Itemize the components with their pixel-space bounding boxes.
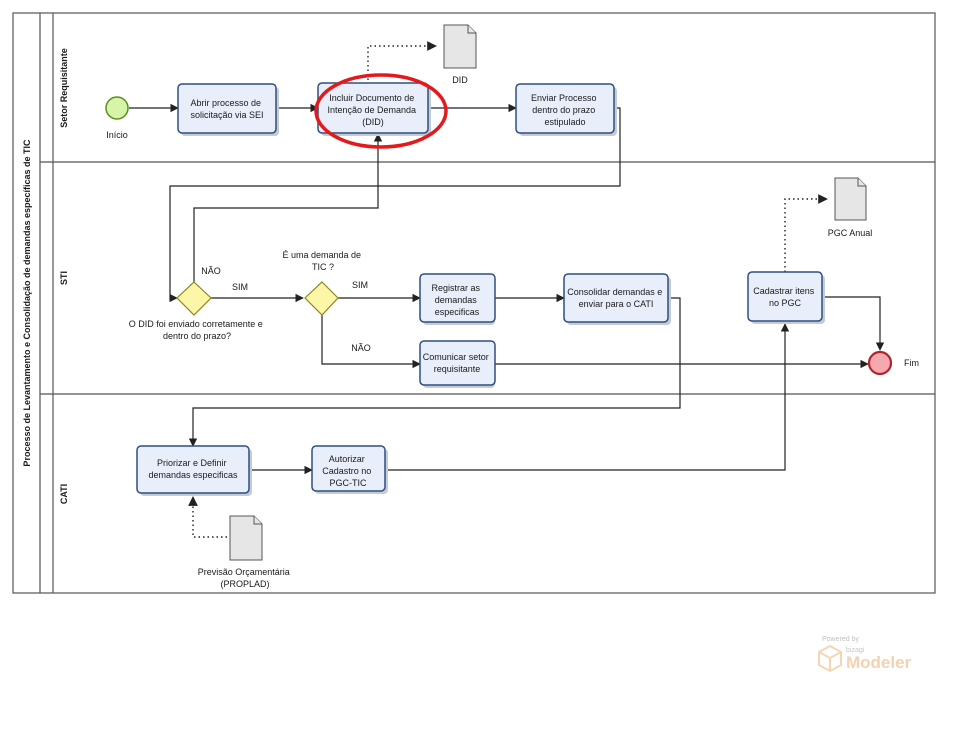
associations <box>188 41 828 538</box>
svg-text:Consolidar demandas e en: Consolidar demandas e enviar para o CATI <box>567 287 665 309</box>
pool-title: Processo de Levantamento e Consolidação … <box>22 139 32 467</box>
watermark-product: Modeler <box>846 653 912 672</box>
flow-gateway-nao-incluir <box>193 133 383 282</box>
document-pgc-icon <box>834 177 867 221</box>
task-priorizar-demandas[interactable]: Priorizar e Definir demandas especificas <box>136 445 252 496</box>
gateway-tic-label: É uma demanda de TIC ? <box>282 250 363 272</box>
bizagi-cube-icon <box>818 644 842 673</box>
svg-text:Priorizar e Definir dema: Priorizar e Definir demandas especificas <box>148 458 238 480</box>
gateway-tic[interactable] <box>304 281 339 316</box>
bizagi-watermark: Powered by bizagi Modeler <box>818 636 912 673</box>
highlight-ellipse <box>314 73 448 149</box>
svg-text:Autorizar Cadastro no: Autorizar Cadastro no PGC-TIC <box>322 454 374 488</box>
task-enviar-processo[interactable]: Enviar Processo dentro do prazo estipula… <box>515 83 617 136</box>
lane-label-sti: STI <box>59 271 69 285</box>
assoc-cadastrar-pgc <box>784 194 828 272</box>
watermark-powered-by: Powered by <box>822 636 859 643</box>
gateway-did[interactable] <box>176 281 212 316</box>
lane-label-setor-requisitante: Setor Requisitante <box>59 48 69 128</box>
task-autorizar-cadastro[interactable]: Autorizar Cadastro no PGC-TIC <box>311 445 388 494</box>
document-did-label: DID <box>452 75 468 85</box>
task-cadastrar-itens[interactable]: Cadastrar itens no PGC <box>747 271 825 324</box>
task-consolidar-demandas[interactable]: Consolidar demandas e enviar para o CATI <box>563 273 671 325</box>
document-previsao-label: Previsão Orçamentária (PROPLAD) <box>198 567 293 589</box>
svg-text:Comunicar setor requisit: Comunicar setor requisitante <box>423 352 492 374</box>
sequence-flows <box>129 103 885 475</box>
svg-text:Abrir processo de solici: Abrir processo de solicitação via SEI <box>190 98 263 120</box>
flow-label-sim-tic: SIM <box>352 280 368 290</box>
gateway-did-label: O DID foi enviado corretamente e dentro … <box>129 319 266 341</box>
lane-label-cati: CATI <box>59 484 69 504</box>
flow-label-nao-tic: NÃO <box>351 343 371 353</box>
svg-text:Registrar as demandas: Registrar as demandas especificas <box>431 283 482 317</box>
document-pgc-label: PGC Anual <box>828 228 873 238</box>
task-abrir-processo[interactable]: Abrir processo de solicitação via SEI <box>177 83 279 136</box>
flow-cadastrar-fim <box>822 296 885 351</box>
flow-label-nao-did: NÃO <box>201 266 221 276</box>
document-did-icon <box>443 24 477 69</box>
end-event[interactable] <box>867 350 893 376</box>
flow-tic-nao-comunicar <box>321 314 421 369</box>
document-previsao-icon <box>229 515 263 561</box>
flow-autorizar-cadastrar <box>385 323 790 471</box>
task-comunicar-setor[interactable]: Comunicar setor requisitante <box>419 340 496 388</box>
flow-consolidar-priorizar <box>188 297 681 447</box>
task-registrar-demandas[interactable]: Registrar as demandas especificas <box>419 273 496 325</box>
end-event-label: Fim <box>904 358 919 368</box>
flow-label-sim-did: SIM <box>232 282 248 292</box>
svg-text:Enviar Processo dentro d: Enviar Processo dentro do prazo estipula… <box>531 93 599 127</box>
flow-enviar-gateway-did <box>169 107 621 303</box>
start-event[interactable] <box>105 96 129 120</box>
svg-text:Incluir Documento de Int: Incluir Documento de Intenção de Demanda… <box>327 93 418 127</box>
watermark-brand: bizagi <box>846 647 865 654</box>
task-incluir-did[interactable]: Incluir Documento de Intenção de Demanda… <box>317 82 431 136</box>
svg-text:Cadastrar itens no PGC: Cadastrar itens no PGC <box>753 286 817 308</box>
start-event-label: Início <box>106 130 128 140</box>
